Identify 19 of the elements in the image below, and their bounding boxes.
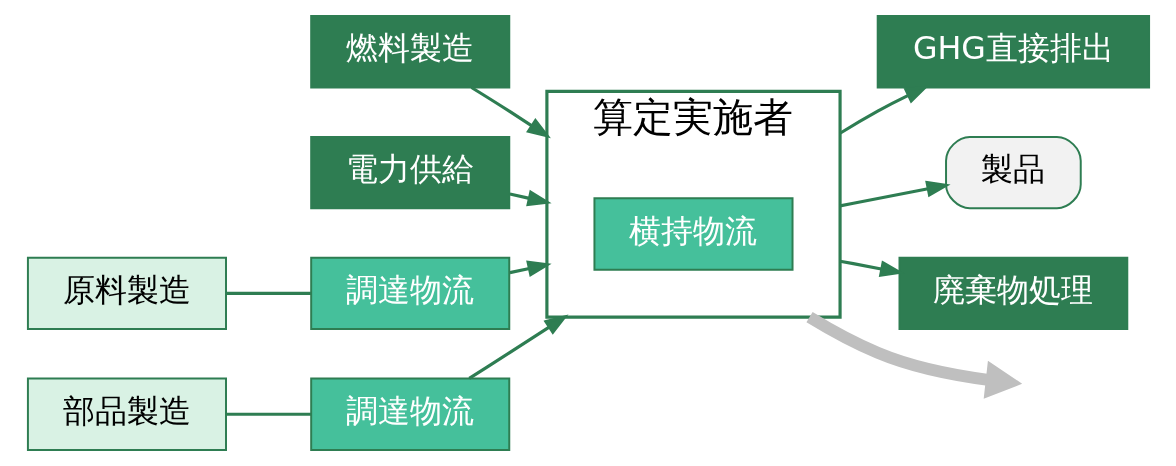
arrow <box>805 312 1022 399</box>
node-box: 調達物流 <box>309 377 510 451</box>
arrow <box>839 180 951 208</box>
arrow <box>509 260 552 278</box>
node-box: 燃料製造 <box>309 15 510 89</box>
arrow <box>838 85 929 135</box>
node-box: GHG直接排出 <box>876 15 1150 89</box>
arrow <box>509 189 552 207</box>
node-box: 横持物流 <box>592 197 793 271</box>
node-box: 廃棄物処理 <box>898 256 1128 331</box>
node-box: 電力供給 <box>309 135 510 210</box>
connector <box>226 291 311 295</box>
node-box: 原料製造 <box>26 256 227 331</box>
arrow <box>467 314 568 380</box>
connector <box>226 412 311 416</box>
node-box: 調達物流 <box>309 256 510 331</box>
node-box: 製品 <box>944 135 1082 210</box>
node-box: 部品製造 <box>26 377 227 451</box>
arrow <box>470 86 551 139</box>
